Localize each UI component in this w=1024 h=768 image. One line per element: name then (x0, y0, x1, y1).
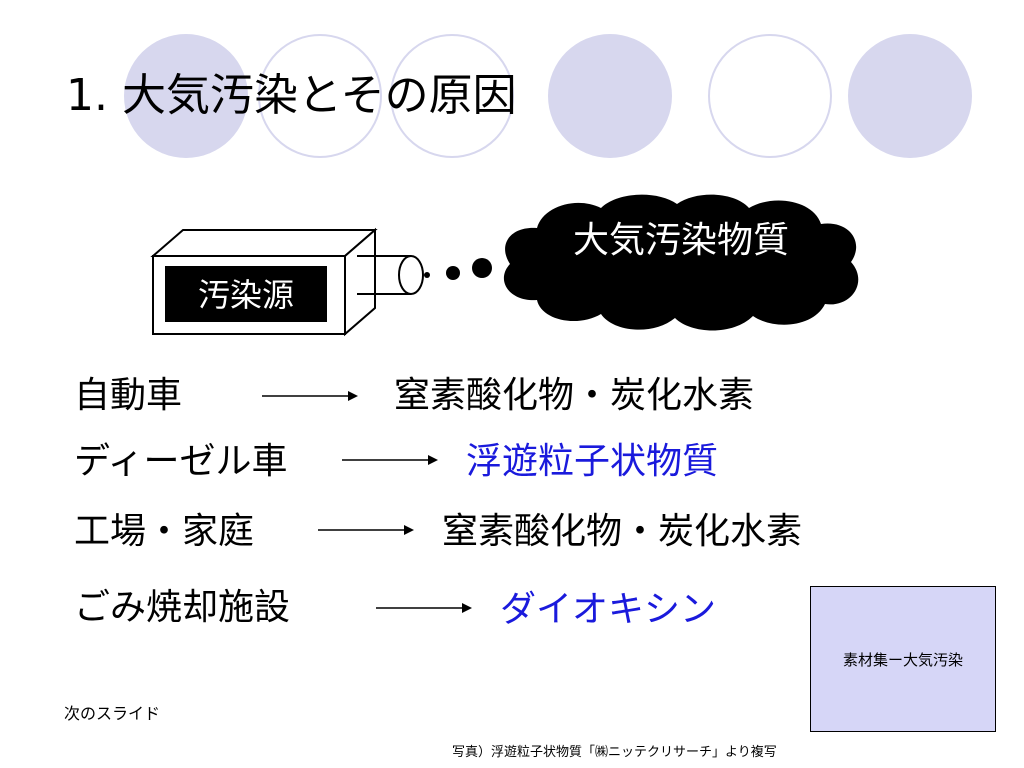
row-source-automobile: 自動車 (74, 375, 183, 416)
decorative-circle (708, 34, 832, 158)
smoke-dot (472, 258, 492, 278)
arrow-icon (318, 525, 414, 535)
next-slide-link[interactable]: 次のスライド (64, 704, 161, 723)
photo-credit: 写真）浮遊粒子状物質「㈱ニッテクリサーチ」より複写 (452, 745, 777, 760)
source-label-plate (165, 266, 327, 322)
exhaust-pipe-opening (398, 255, 424, 295)
material-collection-link[interactable]: 素材集ー大気汚染 (810, 586, 996, 732)
decorative-circle (390, 34, 514, 158)
decorative-circle (848, 34, 972, 158)
cloud-label: 大気汚染物質 (573, 220, 789, 261)
arrow-icon (262, 391, 358, 401)
decorative-circle (548, 34, 672, 158)
row-source-incinerator: ごみ焼却施設 (74, 587, 291, 628)
pollution-source-diagram: 汚染源 大気汚染物質 (150, 194, 859, 337)
smoke-dot (446, 266, 460, 280)
smoke-dot (424, 272, 430, 278)
row-result-factory-home: 窒素酸化物・炭化水素 (442, 511, 803, 552)
row-result-incinerator: ダイオキシン (500, 589, 717, 630)
arrow-icon (376, 603, 472, 613)
source-label: 汚染源 (198, 276, 294, 314)
arrow-icon (342, 455, 438, 465)
material-collection-label: 素材集ー大気汚染 (842, 650, 963, 669)
row-result-diesel: 浮遊粒子状物質 (466, 441, 719, 482)
source-box-top (150, 229, 378, 257)
row-source-diesel: ディーゼル車 (74, 441, 288, 482)
decorative-circle (258, 34, 382, 158)
slide-title: 1. 大気汚染とその原因 (66, 70, 517, 121)
decorative-circle (124, 34, 248, 158)
pollutant-cloud (503, 194, 859, 331)
row-source-factory-home: 工場・家庭 (74, 511, 255, 552)
row-result-automobile: 窒素酸化物・炭化水素 (394, 375, 755, 416)
exhaust-pipe (357, 255, 411, 295)
